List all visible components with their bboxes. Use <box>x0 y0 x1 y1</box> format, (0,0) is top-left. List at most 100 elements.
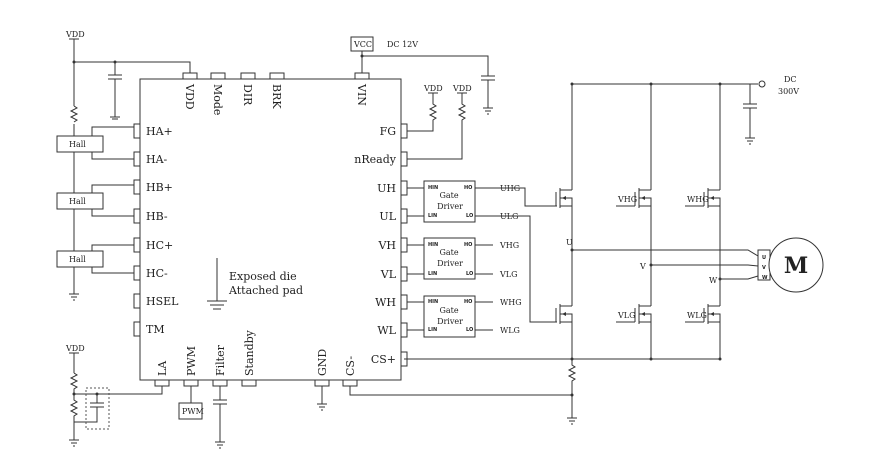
pin-label-standby: Standby <box>243 329 256 376</box>
driver-pin-lo: LO <box>466 271 473 277</box>
driver-pin-ho: HO <box>464 299 472 305</box>
driver-title-2: Driver <box>437 259 463 268</box>
vdd-label-fg: VDD <box>423 84 443 93</box>
signal-label-vhg: VHG <box>499 241 519 250</box>
hall-sensor-b <box>56 192 104 210</box>
pin-label-hc-plus: HC+ <box>146 239 173 252</box>
pin-vdd <box>182 72 198 80</box>
pin-standby <box>241 379 257 387</box>
exposed-pad-ground: Exposed die Attached pad <box>207 258 303 310</box>
pin-label-filter: Filter <box>214 344 227 376</box>
gate-driver-box <box>423 180 476 223</box>
driver-title-1: Gate <box>439 248 458 257</box>
pin-label-ul: UL <box>379 210 396 223</box>
exposed-pad-label-2: Attached pad <box>228 284 303 297</box>
mosfet-high-u <box>555 188 573 208</box>
vdd-label: VDD <box>65 30 85 39</box>
driver-pin-lin: LIN <box>428 213 437 219</box>
pin-label-ha-plus: HA+ <box>146 125 173 138</box>
phase-label-u: U <box>566 238 573 247</box>
pin-label-pwm: PWM <box>185 346 198 376</box>
hall-label-b: Hall <box>69 197 86 206</box>
pin-dir <box>240 72 256 80</box>
pin-filter <box>212 379 228 387</box>
pin-wl <box>400 322 408 338</box>
pin-hsel <box>133 293 141 309</box>
pin-label-gnd: GND <box>316 349 329 376</box>
dc300v-label-2: 300V <box>778 87 799 96</box>
pin-ha-minus <box>133 151 141 167</box>
motor-terminal-v: V <box>762 265 766 271</box>
gate-driver-box <box>423 295 476 338</box>
pin-hb-minus <box>133 208 141 224</box>
pin-gnd <box>314 379 330 387</box>
pin-label-nready: nReady <box>354 153 396 166</box>
pin-hc-minus <box>133 265 141 281</box>
pin-hc-plus <box>133 237 141 253</box>
pin-label-hc-minus: HC- <box>146 267 168 280</box>
pin-nready <box>400 151 408 167</box>
driver-pin-lo: LO <box>466 327 473 333</box>
pin-label-hb-plus: HB+ <box>146 181 173 194</box>
vcc-label: VCC <box>353 40 372 49</box>
mosfet-low-v <box>634 304 652 324</box>
driver-pin-lin: LIN <box>428 327 437 333</box>
motor-symbol <box>768 237 824 293</box>
gate-label-vhg: VHG <box>617 195 637 204</box>
driver-title-1: Gate <box>439 191 458 200</box>
pin-label-tm: TM <box>146 323 165 336</box>
phase-label-v: V <box>639 262 646 271</box>
pin-brk <box>269 72 285 80</box>
gate-label-vlg: VLG <box>617 311 635 320</box>
pin-pwm <box>183 379 199 387</box>
hall-label-a: Hall <box>69 140 86 149</box>
pin-ha-plus <box>133 123 141 139</box>
driver-pin-lin: LIN <box>428 271 437 277</box>
exposed-pad-label-1: Exposed die <box>229 270 297 283</box>
mosfet-high-v <box>634 188 652 208</box>
resistor-icon <box>69 105 79 123</box>
driver-title-1: Gate <box>439 306 458 315</box>
pin-label-vdd: VDD <box>183 83 196 110</box>
pin-label-wl: WL <box>377 324 396 337</box>
pin-vh <box>400 237 408 253</box>
phase-label-w: W <box>709 276 718 285</box>
hall-label-c: Hall <box>69 255 86 264</box>
pin-label-vh: VH <box>377 239 396 252</box>
pin-label-dir: DIR <box>241 84 254 106</box>
controller-ic-body <box>139 78 402 381</box>
driver-pin-hin: HIN <box>428 185 438 191</box>
hall-sensor-a <box>56 135 104 153</box>
dc300v-terminal <box>758 80 766 88</box>
hall-sensor-section: VDD Hall Hall Hall <box>56 30 191 301</box>
pin-ul <box>400 208 408 224</box>
pin-label-la: LA <box>156 360 169 376</box>
signal-label-whg: WHG <box>500 298 522 307</box>
pin-label-cs-plus: CS+ <box>371 353 396 366</box>
pin-label-vl: VL <box>380 268 397 281</box>
vcc-supply: VCC DC 12V VDD VDD <box>350 36 495 160</box>
pin-cs-minus <box>342 379 358 387</box>
la-network: VDD PWM <box>65 344 572 449</box>
mosfet-high-w <box>703 188 721 208</box>
pin-mode <box>210 72 226 80</box>
pin-la <box>154 379 170 387</box>
pwm-input-box <box>178 402 203 420</box>
driver-pin-lo: LO <box>466 213 473 219</box>
pin-uh <box>400 180 408 196</box>
pin-wh <box>400 294 408 310</box>
pin-fg <box>400 123 408 139</box>
motor-terminal-u: U <box>762 255 766 261</box>
pin-label-hb-minus: HB- <box>146 210 168 223</box>
pin-label-hsel: HSEL <box>146 295 179 308</box>
motor-terminal-w: W <box>762 275 768 281</box>
driver-pin-ho: HO <box>464 242 472 248</box>
mosfet-low-u <box>555 304 573 324</box>
vdd-label-la: VDD <box>65 344 85 353</box>
pin-tm <box>133 321 141 337</box>
